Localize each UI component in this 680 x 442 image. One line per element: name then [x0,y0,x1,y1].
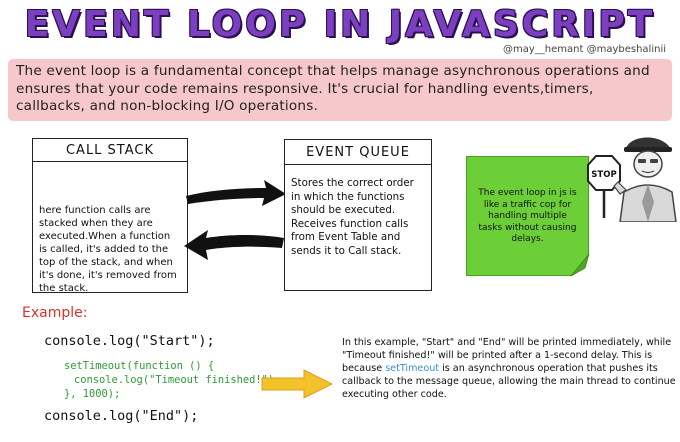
flow-arrows [184,180,286,260]
event-queue-box: EVENT QUEUE Stores the correct order in … [284,139,432,291]
sticky-fold-icon [571,254,590,277]
yellow-arrow-icon [261,369,334,399]
call-stack-header: CALL STACK [33,139,187,162]
stop-sign-text: STOP [591,170,616,180]
arrow-to-queue-icon [186,180,286,206]
call-stack-box: CALL STACK here function calls are stack… [32,138,188,294]
page-title: EVENT LOOP IN JAVASCRIPT [24,4,656,45]
code-settimeout-open: setTimeout(function () { [64,360,215,372]
arrow-to-stack-icon [184,230,284,260]
code-console-start: console.log("Start"); [44,333,215,349]
author-handles: @may__hemant @maybeshalinii [503,44,666,55]
call-stack-text: here function calls are stacked when the… [39,205,177,294]
event-queue-text: Stores the correct order in which the fu… [291,177,414,257]
code-settimeout-body: console.log("Timeout finished!"); [74,374,281,386]
code-console-end: console.log("End"); [44,408,199,424]
example-label: Example: [22,305,88,321]
intro-banner: The event loop is a fundamental concept … [8,59,672,121]
explanation-highlight: setTimeout [385,363,440,374]
event-queue-header: EVENT QUEUE [285,140,431,165]
explanation-part2: is an asynchronous operation that pushes… [342,363,676,400]
explanation-part1: In this example, "Start" and "End" will … [342,337,672,374]
sticky-note: The event loop in js is like a traffic c… [466,156,589,276]
code-settimeout-close: }, 1000); [64,388,121,400]
explanation-text: In this example, "Start" and "End" will … [342,336,678,401]
traffic-cop-icon: STOP [587,137,677,222]
